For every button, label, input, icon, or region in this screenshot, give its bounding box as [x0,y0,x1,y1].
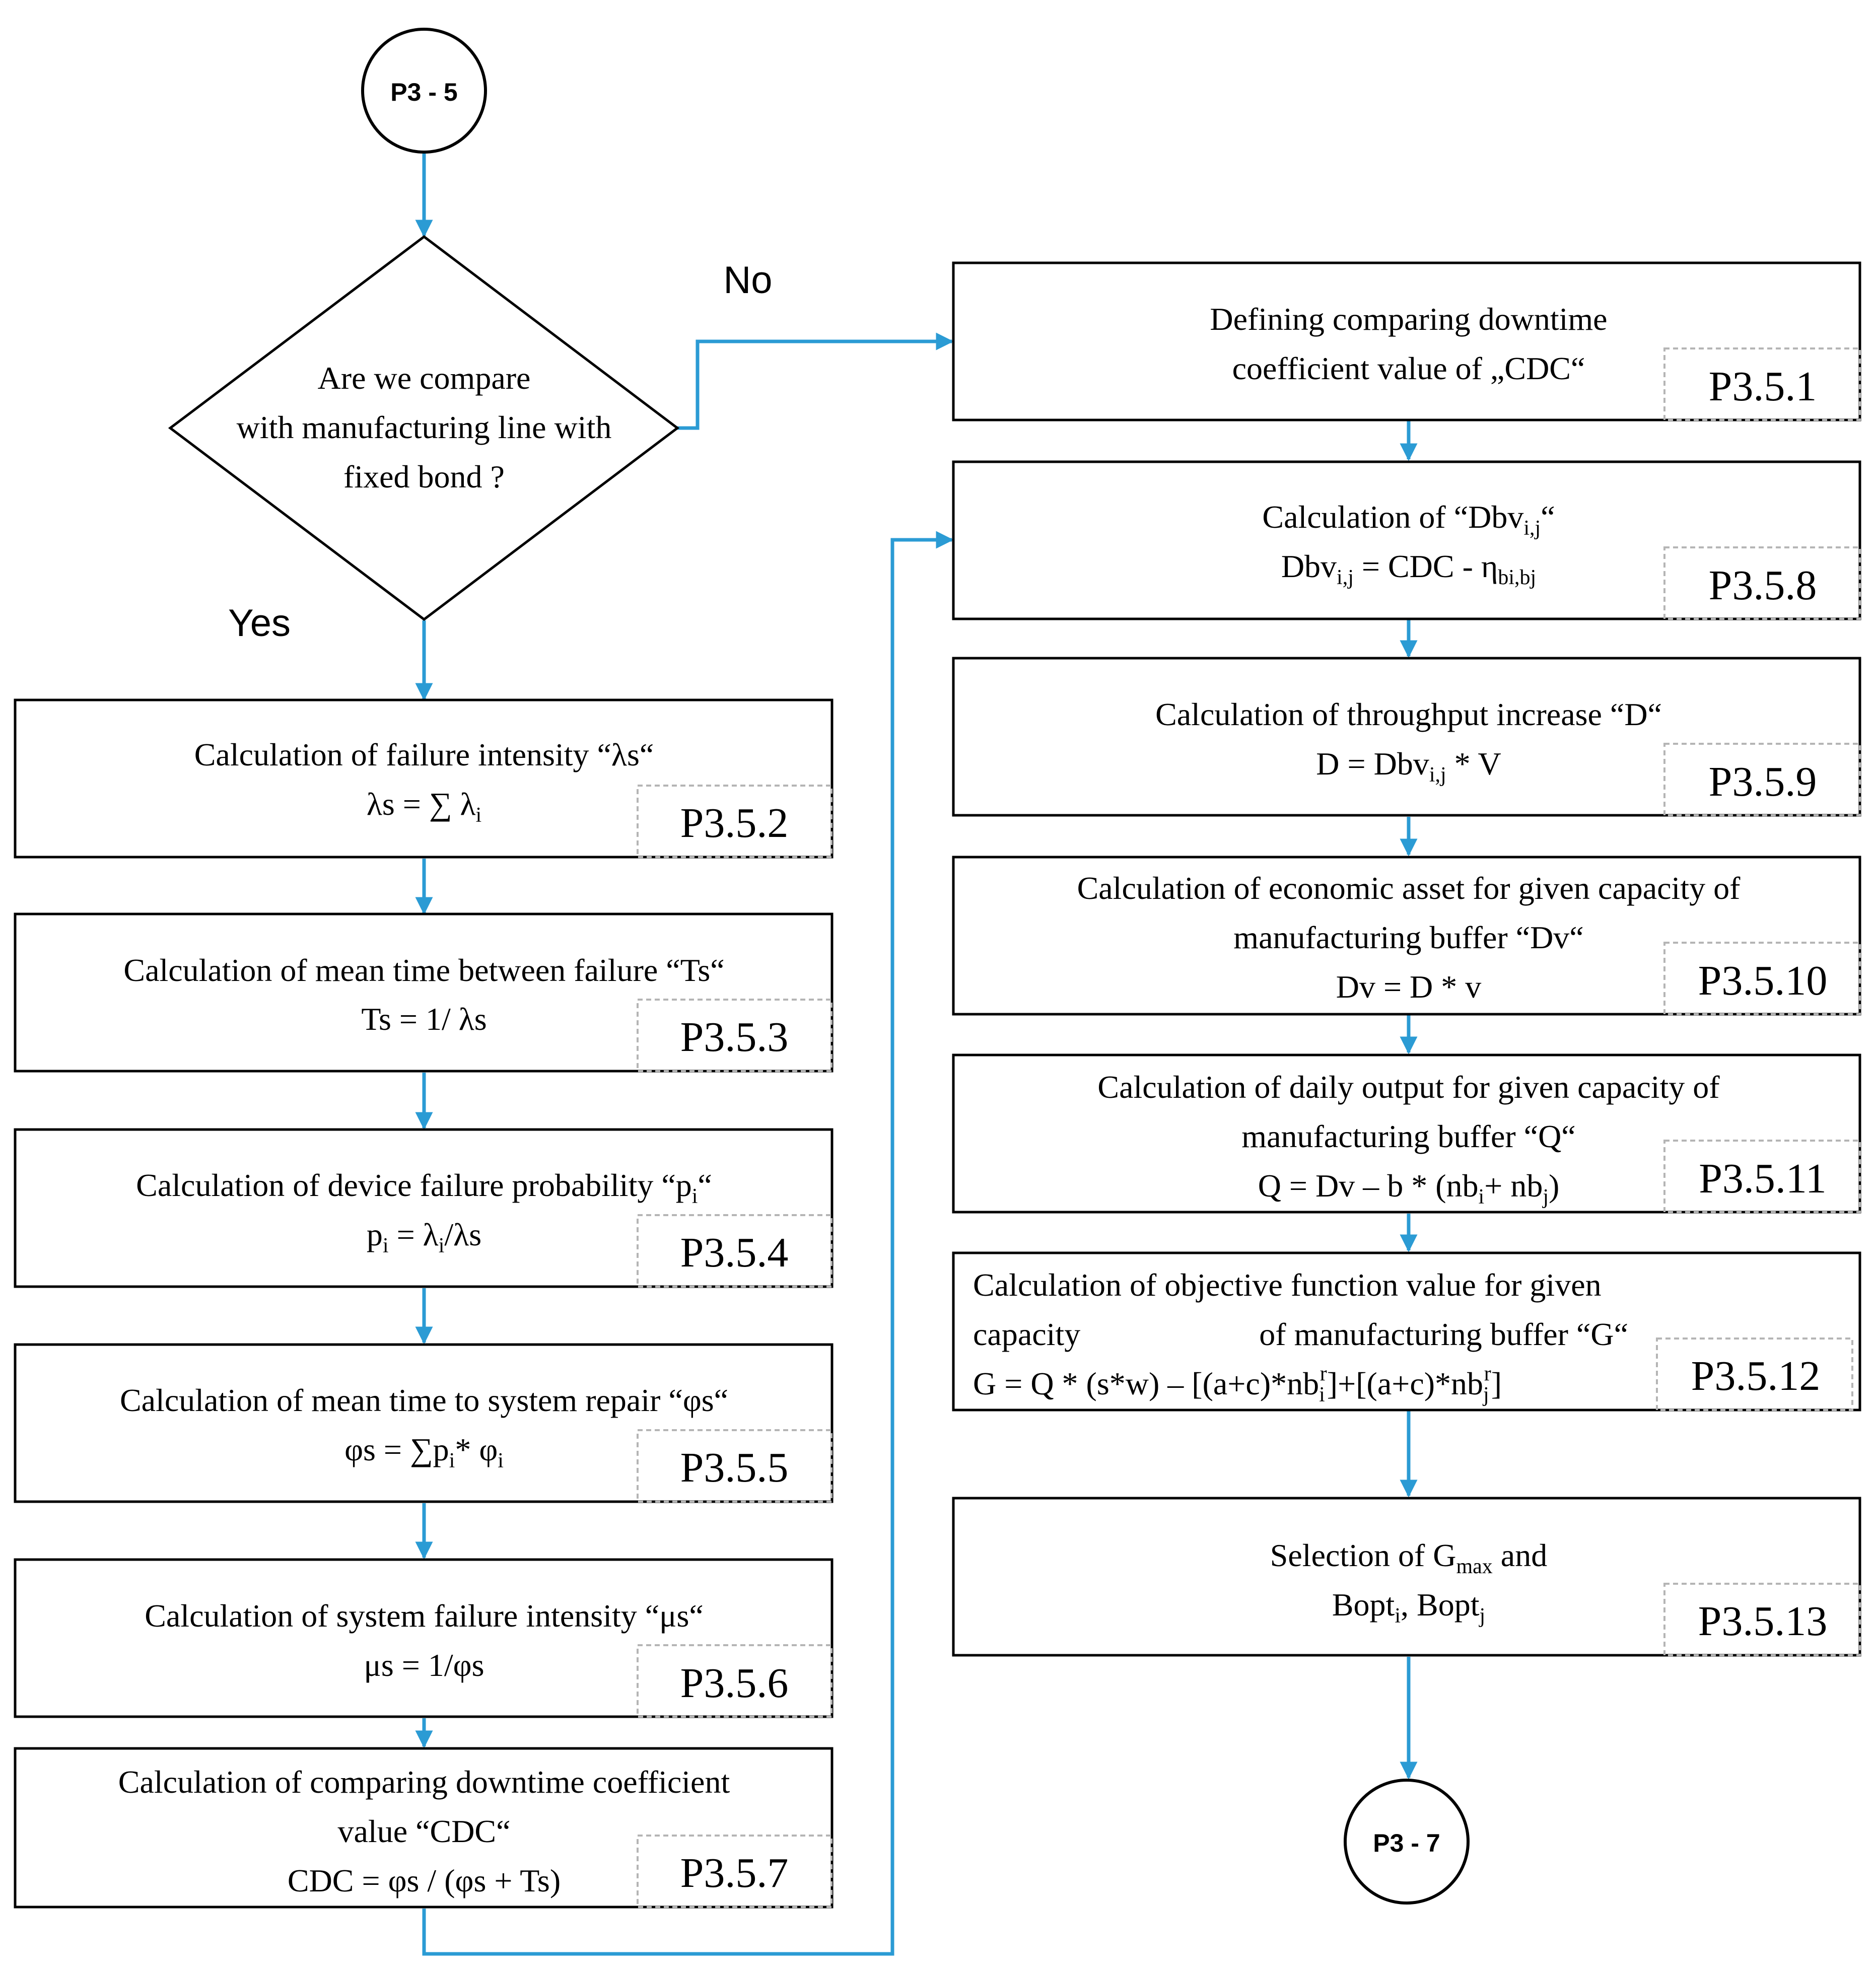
step-line-2b: of manufacturing buffer “G“ [1259,1316,1628,1352]
step-title: Calculation of failure intensity “λs“ [194,737,654,772]
step-id: P3.5.6 [680,1660,789,1707]
step-line-1: Calculation of economic asset for given … [1077,870,1741,906]
step-line-2: Dbvi,j = CDC - ηbi,bj [1281,548,1536,589]
step-title: Calculation of system failure intensity … [145,1598,704,1634]
step-line-2: D = Dbvi,j * V [1316,746,1501,787]
step-line-2: coefficient value of „CDC“ [1232,350,1585,386]
step-id: P3.5.10 [1698,957,1828,1004]
step-id: P3.5.7 [680,1850,789,1896]
step-formula: λs = ∑ λi [367,786,481,827]
step-p3-5-8: Calculation of “Dbvi,j“ Dbvi,j = CDC - η… [952,460,1861,620]
end-connector: P3 - 7 [1344,1779,1470,1905]
step-line-3: Q = Dv – b * (nbi+ nbj) [1258,1168,1560,1209]
arrow-l6-to-r2-loop [422,531,954,1956]
step-line-1: Calculation of “Dbvi,j“ [1262,499,1555,540]
step-line-2: Bopti, Boptj [1332,1587,1485,1628]
step-title: Calculation of device failure probabilit… [136,1167,712,1208]
step-title: Calculation of mean time to system repai… [120,1382,728,1418]
step-id: P3.5.4 [680,1229,789,1276]
step-title: Calculation of mean time between failure… [123,952,724,988]
step-id: P3.5.2 [680,800,789,847]
step-title: Calculation of comparing downtime coeffi… [118,1764,730,1800]
step-line-1: Defining comparing downtime [1210,301,1607,337]
step-line-2: manufacturing buffer “Dv“ [1233,920,1583,955]
step-line-1: Calculation of objective function value … [973,1267,1602,1303]
decision-line-2: with manufacturing line with [237,409,612,445]
step-line-3: G = Q * (s*w) – [(a+c)*nbir]+[(a+c)*nbjr… [973,1362,1502,1406]
step-p3-5-10: Calculation of economic asset for given … [952,856,1861,1016]
step-id: P3.5.3 [680,1014,789,1061]
decision-line-1: Are we compare [318,360,531,396]
step-line-1: Calculation of throughput increase “D“ [1155,696,1662,732]
step-formula: CDC = φs / (φs + Ts) [288,1863,561,1898]
step-formula: μs = 1/φs [364,1647,484,1683]
step-title-line-2: value “CDC“ [338,1813,511,1849]
step-id: P3.5.8 [1709,562,1817,609]
step-p3-5-9: Calculation of throughput increase “D“ D… [952,657,1861,817]
decision-diamond: Are we compare with manufacturing line w… [168,235,680,621]
step-p3-5-6: Calculation of system failure intensity … [14,1558,833,1718]
step-line-1: Calculation of daily output for given ca… [1097,1069,1720,1105]
step-line-1: Selection of Gmax and [1270,1537,1547,1578]
decision-line-3: fixed bond ? [343,459,505,495]
step-formula: Ts = 1/ λs [361,1001,487,1037]
step-id: P3.5.5 [680,1444,789,1491]
step-p3-5-11: Calculation of daily output for given ca… [952,1053,1861,1214]
yes-label: Yes [228,602,291,645]
step-line-2a: capacity [973,1316,1080,1352]
step-p3-5-1: Defining comparing downtime coefficient … [952,261,1861,421]
step-p3-5-4: Calculation of device failure probabilit… [14,1128,833,1288]
step-p3-5-2: Calculation of failure intensity “λs“ λs… [14,698,833,859]
step-p3-5-5: Calculation of mean time to system repai… [14,1343,833,1503]
step-line-3: Dv = D * v [1336,969,1482,1005]
start-connector-label: P3 - 5 [390,78,457,106]
step-p3-5-13: Selection of Gmax and Bopti, Boptj P3.5.… [952,1497,1861,1657]
no-label: No [723,259,772,302]
end-connector-label: P3 - 7 [1373,1829,1440,1857]
step-id: P3.5.11 [1699,1155,1827,1202]
step-p3-5-7: Calculation of comparing downtime coeffi… [14,1747,833,1909]
step-p3-5-3: Calculation of mean time between failure… [14,912,833,1073]
step-formula: φs = ∑pi* φi [344,1432,504,1472]
step-p3-5-12: Calculation of objective function value … [952,1251,1861,1412]
arrow-decision-no [677,332,954,430]
start-connector: P3 - 5 [361,28,487,154]
step-id: P3.5.12 [1691,1353,1821,1399]
step-id: P3.5.13 [1698,1598,1828,1645]
step-line-2: manufacturing buffer “Q“ [1241,1118,1575,1154]
step-id: P3.5.9 [1709,758,1817,805]
step-formula: pi = λi/λs [367,1217,481,1257]
flow-arrows [415,154,1418,1956]
step-id: P3.5.1 [1709,363,1817,410]
